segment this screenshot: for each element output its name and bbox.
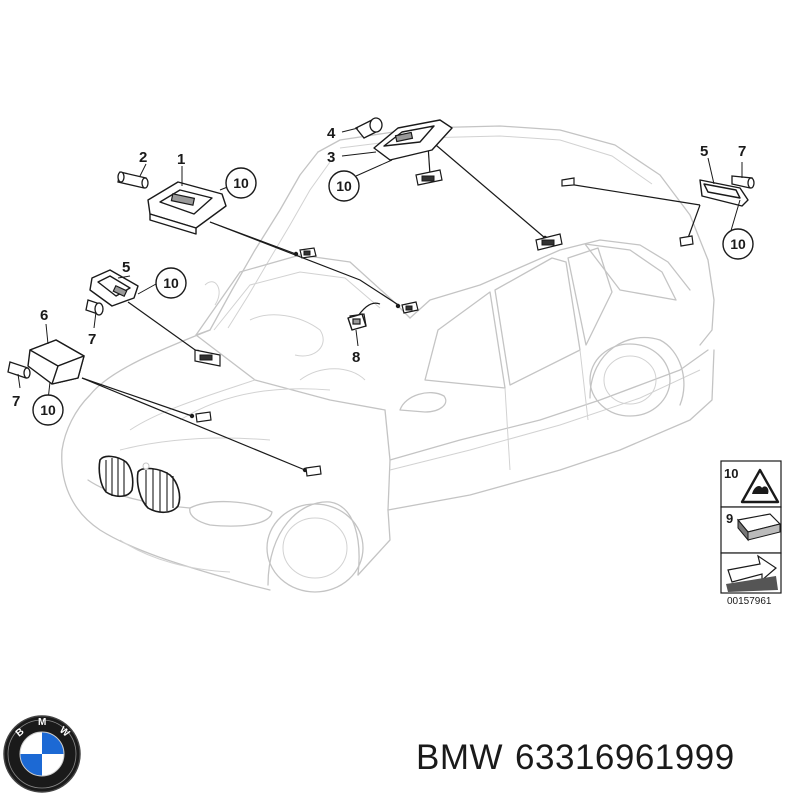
callout-7-rear: 7 [738, 143, 746, 160]
arrow-icon [726, 554, 778, 592]
legend-panel: 10 9 00157961 [720, 460, 782, 607]
bmw-logo-icon: B M W [3, 715, 81, 793]
part-6-module [27, 339, 85, 385]
legend-item-9: 9 [726, 511, 733, 526]
part-5-footwell-light [89, 269, 139, 307]
diagram-code: 00157961 [727, 596, 772, 607]
part-7-bulb-rear [731, 175, 755, 189]
callout-numbers: 1 2 4 3 5 7 5 7 6 7 8 [12, 125, 746, 410]
connector-icon [736, 513, 782, 542]
circled-callout-10-tailgate: 10 [730, 236, 746, 252]
part-4-bulb [354, 117, 383, 139]
circled-callout-10-module: 10 [40, 402, 56, 418]
warning-triangle-icon [740, 468, 780, 504]
callout-8: 8 [352, 349, 360, 366]
callout-5-rear: 5 [700, 143, 708, 160]
part-number: 63316961999 [515, 738, 735, 777]
legend-item-10: 10 [724, 466, 738, 481]
callout-1: 1 [177, 151, 185, 168]
kidney-grille [98, 455, 181, 514]
brand-name: BMW [416, 738, 504, 777]
callout-3: 3 [327, 149, 335, 166]
part-5-tailgate-light [699, 179, 749, 207]
brand-caption: BMW 63316961999 [416, 738, 747, 778]
circled-callout-10-footwell: 10 [163, 275, 179, 291]
part-8-switch [347, 313, 367, 331]
part-3-roof-light [373, 119, 453, 161]
callout-7-front: 7 [12, 393, 20, 410]
logo-letter-m: M [38, 717, 46, 728]
circled-callout-10-front-light: 10 [233, 175, 249, 191]
connector-clips [194, 169, 694, 477]
callout-2: 2 [139, 149, 147, 166]
callout-7-side: 7 [88, 331, 96, 348]
part-7-bulb-left [85, 299, 104, 316]
part-7-bulb-front [7, 361, 31, 379]
callout-5-side: 5 [122, 259, 130, 276]
part-1-interior-light [147, 181, 227, 235]
leader-lines [17, 127, 743, 401]
part-2-bulb [117, 171, 149, 189]
callout-4: 4 [327, 125, 336, 142]
car-outline [61, 125, 715, 593]
circled-callouts: 10 10 10 10 10 [32, 167, 754, 426]
wiring [81, 139, 701, 473]
callout-6: 6 [40, 307, 48, 324]
circled-callout-10-roof-light: 10 [336, 178, 352, 194]
